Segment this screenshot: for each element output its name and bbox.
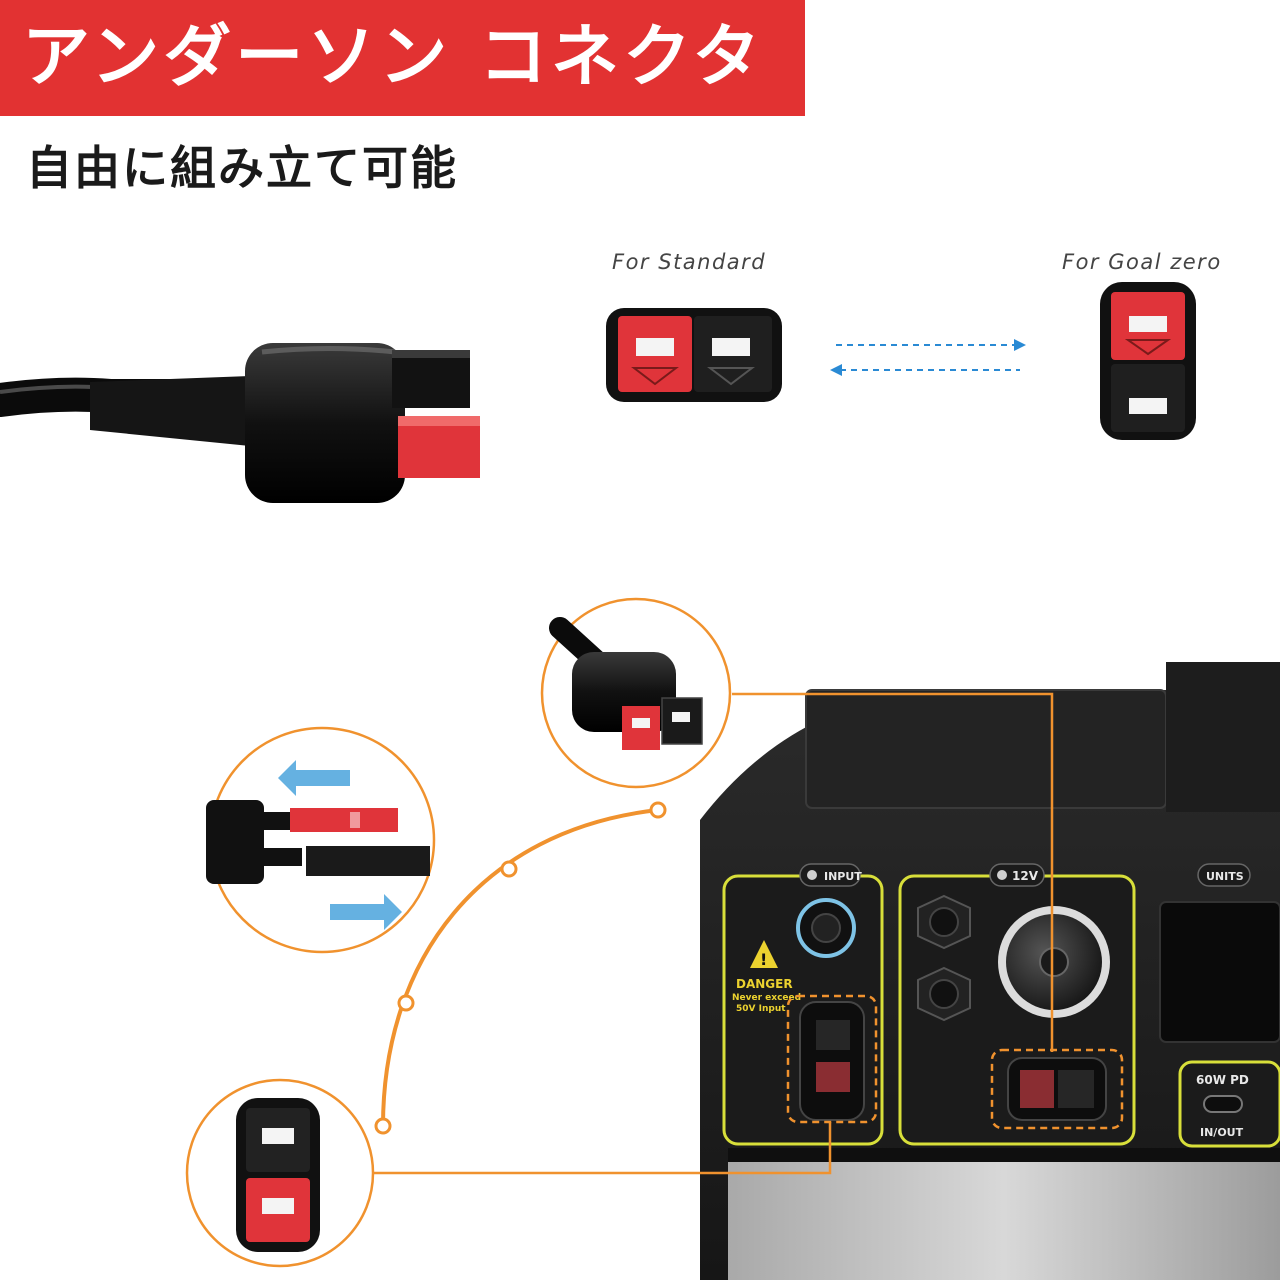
danger-line-1: Never exceed: [732, 993, 801, 1003]
inout-label: IN/OUT: [1200, 1126, 1244, 1139]
orange-curve: [374, 801, 667, 1135]
label-for-goal-zero: For Goal zero: [1062, 250, 1222, 274]
subtitle: 自由に組み立て可能: [26, 141, 458, 195]
danger-title: DANGER: [736, 977, 793, 991]
standard-connector-icon: [606, 308, 782, 402]
swap-arrows: [830, 339, 1026, 376]
title-banner: アンダーソン コネクタ: [0, 0, 805, 116]
zoom-circle-standard-plug: [540, 597, 732, 789]
goal-zero-connector-icon: [1100, 282, 1196, 440]
units-label: UNITS: [1206, 870, 1244, 883]
input-label: INPUT: [824, 870, 862, 883]
power-station-device: INPUT ! DANGER Never exceed 50V Input 12…: [700, 662, 1280, 1280]
v12-label: 12V: [1012, 869, 1039, 883]
zoom-circle-assembly: [206, 726, 436, 954]
main-cable-connector: [0, 343, 480, 503]
label-for-standard: For Standard: [612, 250, 767, 274]
danger-line-2: 50V Input: [736, 1004, 786, 1014]
page-title: アンダーソン コネクタ: [22, 18, 765, 97]
callout-lines: [372, 692, 1054, 1175]
pd-label: 60W PD: [1196, 1073, 1249, 1087]
svg-text:!: !: [760, 950, 767, 969]
zoom-circle-goal-zero-plug: [185, 1078, 375, 1268]
